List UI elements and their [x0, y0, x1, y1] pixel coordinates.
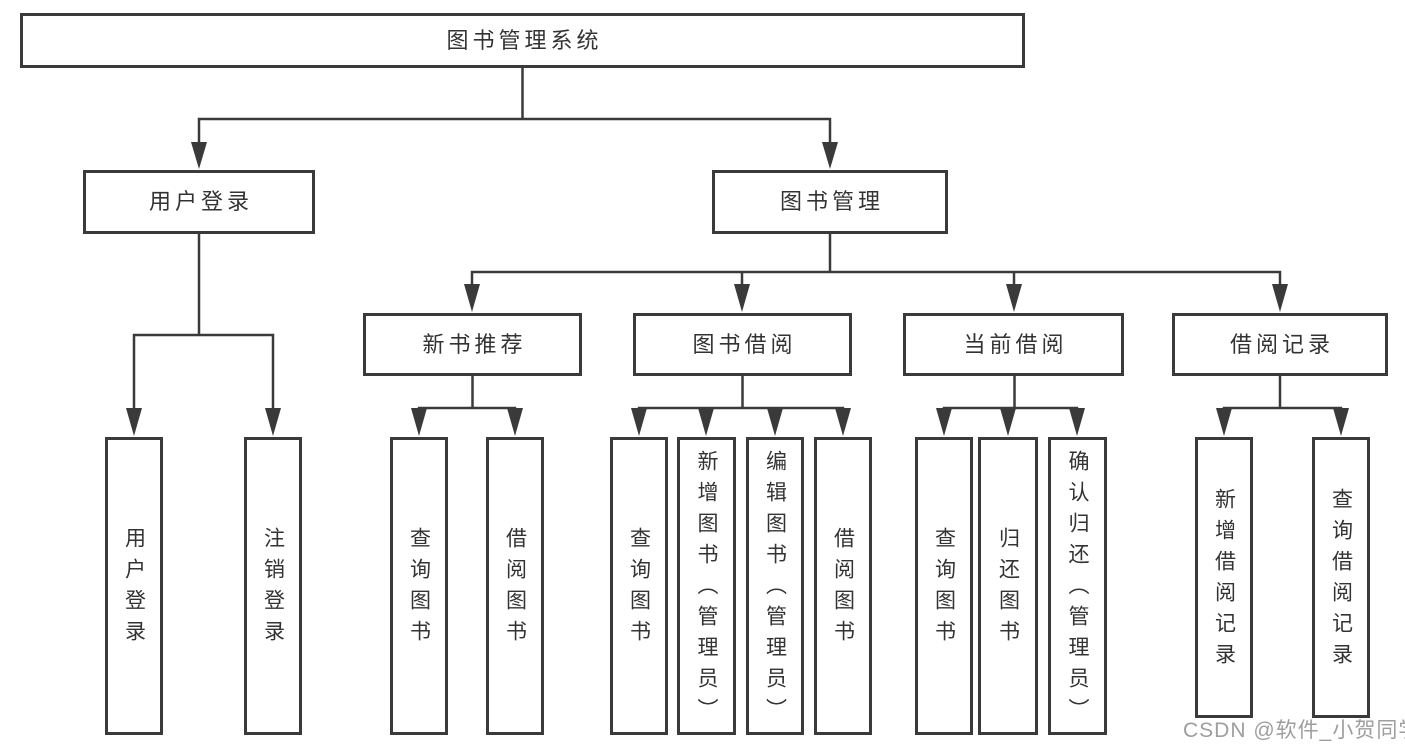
- leaf-user-login: 用户登录: [105, 437, 163, 735]
- leaf-recommend-query-books: 查询图书: [390, 437, 448, 735]
- node-root: 图书管理系统: [20, 13, 1025, 68]
- arrowhead-icon: [767, 408, 783, 436]
- connector-book-management-to-level3: [470, 232, 1282, 289]
- connector-borrowing-records-to-children: [1222, 374, 1343, 414]
- connector-user-login-to-children: [132, 232, 275, 413]
- arrowhead-icon: [1333, 408, 1349, 436]
- arrowhead-icon: [822, 142, 838, 169]
- arrowhead-icon: [265, 408, 281, 436]
- node-book-borrowing: 图书借阅: [633, 313, 852, 376]
- leaf-records-query-borrow-record: 查询借阅记录: [1312, 437, 1370, 718]
- arrowhead-icon: [1216, 408, 1232, 436]
- node-borrowing-records: 借阅记录: [1172, 313, 1388, 376]
- node-new-book-recommendation: 新书推荐: [363, 313, 582, 376]
- leaf-current-return-books: 归还图书: [978, 437, 1038, 735]
- arrowhead-icon: [1000, 408, 1016, 436]
- leaf-current-confirm-return-admin: 确认归还（管理员）: [1048, 437, 1107, 735]
- arrowhead-icon: [507, 408, 523, 436]
- arrowhead-icon: [734, 284, 750, 312]
- arrowhead-icon: [631, 408, 647, 436]
- arrowhead-icon: [698, 408, 714, 436]
- arrowhead-icon: [126, 408, 142, 436]
- leaf-current-query-books: 查询图书: [915, 437, 973, 735]
- connector-shafts: [132, 66, 1343, 414]
- arrowhead-icon: [1069, 408, 1085, 436]
- leaf-records-add-borrow-record: 新增借阅记录: [1195, 437, 1253, 718]
- leaf-borrowing-add-books-admin: 新增图书（管理员）: [677, 437, 736, 735]
- leaf-borrowing-borrow-books: 借阅图书: [814, 437, 872, 735]
- arrowhead-icon: [464, 284, 480, 312]
- connector-current-borrowing-to-children: [942, 374, 1079, 414]
- leaf-borrowing-query-books: 查询图书: [610, 437, 668, 735]
- arrowhead-icon: [1272, 284, 1288, 312]
- arrowheads: [126, 142, 1349, 436]
- node-book-management: 图书管理: [712, 170, 948, 234]
- connector-book-borrowing-to-children: [637, 374, 845, 414]
- node-user-login: 用户登录: [83, 170, 315, 234]
- arrowhead-icon: [936, 408, 952, 436]
- node-current-borrowing: 当前借阅: [903, 313, 1124, 376]
- leaf-recommend-borrow-books: 借阅图书: [486, 437, 544, 735]
- watermark: CSDN @软件_小贺同学: [1183, 719, 1405, 742]
- arrowhead-icon: [1006, 284, 1022, 312]
- leaf-logout: 注销登录: [244, 437, 302, 735]
- connector-root-to-level2: [197, 66, 832, 146]
- connector-new-book-to-children: [417, 374, 517, 414]
- leaf-borrowing-edit-books-admin: 编辑图书（管理员）: [746, 437, 804, 735]
- arrowhead-icon: [835, 408, 851, 436]
- arrowhead-icon: [191, 142, 207, 169]
- arrowhead-icon: [411, 408, 427, 436]
